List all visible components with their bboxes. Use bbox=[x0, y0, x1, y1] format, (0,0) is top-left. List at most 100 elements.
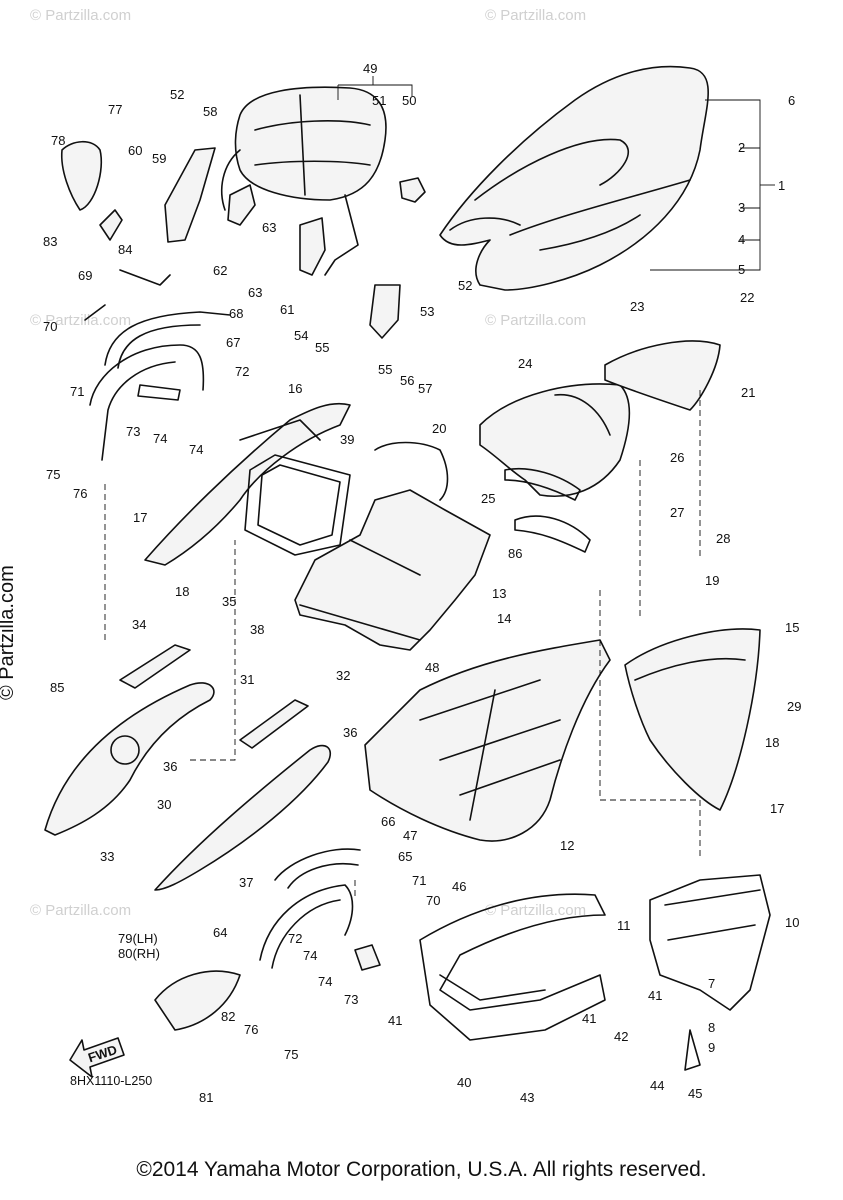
callout-68[interactable]: 68 bbox=[229, 306, 243, 321]
callout-24[interactable]: 24 bbox=[518, 356, 532, 371]
callout-31[interactable]: 31 bbox=[240, 672, 254, 687]
callout-72a[interactable]: 72 bbox=[235, 364, 249, 379]
callout-43[interactable]: 43 bbox=[520, 1090, 534, 1105]
callout-19[interactable]: 19 bbox=[705, 573, 719, 588]
callout-81[interactable]: 81 bbox=[199, 1090, 213, 1105]
callout-17a[interactable]: 17 bbox=[133, 510, 147, 525]
callout-61[interactable]: 61 bbox=[280, 302, 294, 317]
callout-71b[interactable]: 71 bbox=[412, 873, 426, 888]
callout-74d[interactable]: 74 bbox=[318, 974, 332, 989]
callout-69[interactable]: 69 bbox=[78, 268, 92, 283]
callout-3[interactable]: 3 bbox=[738, 200, 745, 215]
callout-7[interactable]: 7 bbox=[708, 976, 715, 991]
callout-23[interactable]: 23 bbox=[630, 299, 644, 314]
callout-26[interactable]: 26 bbox=[670, 450, 684, 465]
callout-46[interactable]: 46 bbox=[452, 879, 466, 894]
callout-41a[interactable]: 41 bbox=[388, 1013, 402, 1028]
callout-29[interactable]: 29 bbox=[787, 699, 801, 714]
callout-42[interactable]: 42 bbox=[614, 1029, 628, 1044]
callout-85[interactable]: 85 bbox=[50, 680, 64, 695]
callout-53[interactable]: 53 bbox=[420, 304, 434, 319]
callout-9[interactable]: 9 bbox=[708, 1040, 715, 1055]
callout-11[interactable]: 11 bbox=[617, 918, 631, 933]
callout-52a[interactable]: 52 bbox=[170, 87, 184, 102]
callout-63a[interactable]: 63 bbox=[248, 285, 262, 300]
callout-35[interactable]: 35 bbox=[222, 594, 236, 609]
callout-41b[interactable]: 41 bbox=[582, 1011, 596, 1026]
callout-76b[interactable]: 76 bbox=[244, 1022, 258, 1037]
callout-55b[interactable]: 55 bbox=[378, 362, 392, 377]
callout-80[interactable]: 80(RH) bbox=[118, 946, 160, 961]
callout-14[interactable]: 14 bbox=[497, 611, 511, 626]
callout-47[interactable]: 47 bbox=[403, 828, 417, 843]
callout-18b[interactable]: 18 bbox=[765, 735, 779, 750]
callout-71a[interactable]: 71 bbox=[70, 384, 84, 399]
callout-79[interactable]: 79(LH) bbox=[118, 931, 158, 946]
callout-77[interactable]: 77 bbox=[108, 102, 122, 117]
callout-18a[interactable]: 18 bbox=[175, 584, 189, 599]
callout-74a[interactable]: 74 bbox=[153, 431, 167, 446]
callout-70a[interactable]: 70 bbox=[43, 319, 57, 334]
callout-6[interactable]: 6 bbox=[788, 93, 795, 108]
callout-76a[interactable]: 76 bbox=[73, 486, 87, 501]
callout-56[interactable]: 56 bbox=[400, 373, 414, 388]
callout-36a[interactable]: 36 bbox=[163, 759, 177, 774]
callout-70b[interactable]: 70 bbox=[426, 893, 440, 908]
callout-86[interactable]: 86 bbox=[508, 546, 522, 561]
callout-73a[interactable]: 73 bbox=[126, 424, 140, 439]
callout-51[interactable]: 51 bbox=[372, 93, 386, 108]
callout-37[interactable]: 37 bbox=[239, 875, 253, 890]
callout-60[interactable]: 60 bbox=[128, 143, 142, 158]
callout-16[interactable]: 16 bbox=[288, 381, 302, 396]
callout-75a[interactable]: 75 bbox=[46, 467, 60, 482]
callout-73b[interactable]: 73 bbox=[344, 992, 358, 1007]
callout-5[interactable]: 5 bbox=[738, 262, 745, 277]
callout-66[interactable]: 66 bbox=[381, 814, 395, 829]
callout-44[interactable]: 44 bbox=[650, 1078, 664, 1093]
callout-49[interactable]: 49 bbox=[363, 61, 377, 76]
callout-54[interactable]: 54 bbox=[294, 328, 308, 343]
callout-48[interactable]: 48 bbox=[425, 660, 439, 675]
callout-4[interactable]: 4 bbox=[738, 232, 745, 247]
callout-2[interactable]: 2 bbox=[738, 140, 745, 155]
callout-64[interactable]: 64 bbox=[213, 925, 227, 940]
callout-65[interactable]: 65 bbox=[398, 849, 412, 864]
callout-17b[interactable]: 17 bbox=[770, 801, 784, 816]
callout-30[interactable]: 30 bbox=[157, 797, 171, 812]
callout-74c[interactable]: 74 bbox=[303, 948, 317, 963]
callout-38[interactable]: 38 bbox=[250, 622, 264, 637]
callout-33[interactable]: 33 bbox=[100, 849, 114, 864]
callout-34[interactable]: 34 bbox=[132, 617, 146, 632]
callout-1[interactable]: 1 bbox=[778, 178, 785, 193]
callout-67[interactable]: 67 bbox=[226, 335, 240, 350]
callout-10[interactable]: 10 bbox=[785, 915, 799, 930]
callout-74b[interactable]: 74 bbox=[189, 442, 203, 457]
callout-13[interactable]: 13 bbox=[492, 586, 506, 601]
callout-27[interactable]: 27 bbox=[670, 505, 684, 520]
callout-59[interactable]: 59 bbox=[152, 151, 166, 166]
callout-72b[interactable]: 72 bbox=[288, 931, 302, 946]
callout-62[interactable]: 62 bbox=[213, 263, 227, 278]
callout-21[interactable]: 21 bbox=[741, 385, 755, 400]
callout-63b[interactable]: 63 bbox=[262, 220, 276, 235]
callout-15[interactable]: 15 bbox=[785, 620, 799, 635]
callout-39[interactable]: 39 bbox=[340, 432, 354, 447]
callout-45[interactable]: 45 bbox=[688, 1086, 702, 1101]
callout-36b[interactable]: 36 bbox=[343, 725, 357, 740]
callout-84[interactable]: 84 bbox=[118, 242, 132, 257]
callout-22[interactable]: 22 bbox=[740, 290, 754, 305]
callout-58[interactable]: 58 bbox=[203, 104, 217, 119]
callout-50[interactable]: 50 bbox=[402, 93, 416, 108]
callout-55a[interactable]: 55 bbox=[315, 340, 329, 355]
callout-78[interactable]: 78 bbox=[51, 133, 65, 148]
callout-25[interactable]: 25 bbox=[481, 491, 495, 506]
callout-52b[interactable]: 52 bbox=[458, 278, 472, 293]
callout-8[interactable]: 8 bbox=[708, 1020, 715, 1035]
callout-57[interactable]: 57 bbox=[418, 381, 432, 396]
callout-75b[interactable]: 75 bbox=[284, 1047, 298, 1062]
callout-41c[interactable]: 41 bbox=[648, 988, 662, 1003]
callout-82[interactable]: 82 bbox=[221, 1009, 235, 1024]
callout-32[interactable]: 32 bbox=[336, 668, 350, 683]
callout-40[interactable]: 40 bbox=[457, 1075, 471, 1090]
callout-20[interactable]: 20 bbox=[432, 421, 446, 436]
